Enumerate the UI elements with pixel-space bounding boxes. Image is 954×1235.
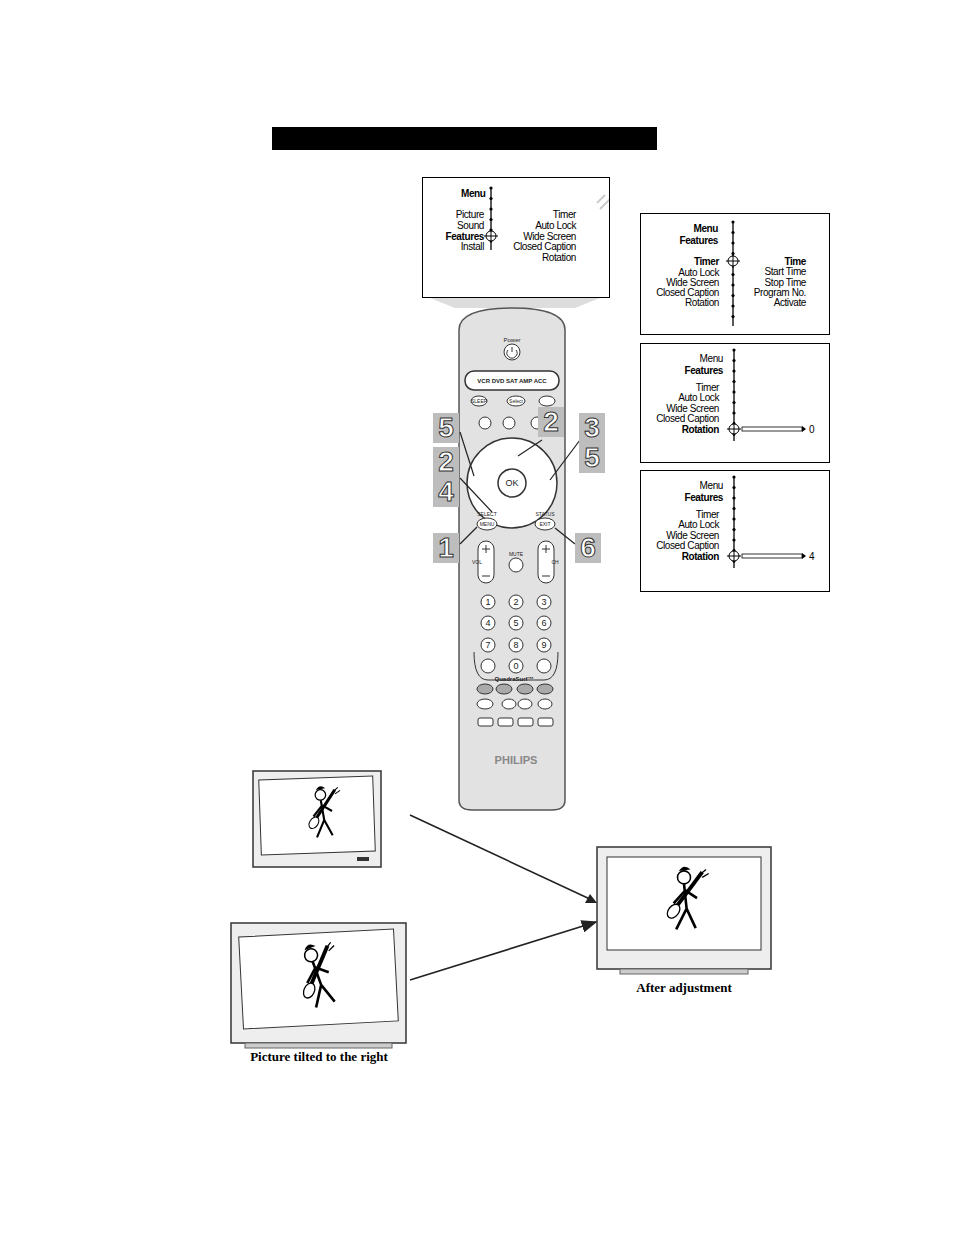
menu-item: Rotation [685, 298, 719, 308]
menu-item: Start Time [764, 267, 806, 277]
remote-button-label: SELECT [477, 512, 496, 517]
menu-item: Activate [774, 298, 806, 308]
arrow [410, 922, 596, 980]
menu-item: Timer [696, 383, 719, 393]
menu-item: Rotation [682, 425, 719, 435]
remote-button-label: PHILIPS [495, 755, 538, 766]
menu-item: Wide Screen [666, 531, 719, 541]
menu-item: Features [685, 366, 724, 376]
menu-item: Sound [457, 221, 484, 231]
menu-item: Menu [693, 224, 718, 234]
menu-item: 0 [809, 425, 814, 435]
menu-item: Closed Caption [513, 242, 576, 252]
caption: Picture tilted to the right [250, 1050, 388, 1063]
callout-number: 5 [579, 443, 605, 473]
remote-button-label: 4 [485, 619, 490, 628]
caption: After adjustment [636, 981, 731, 994]
callout-number: 1 [433, 533, 459, 563]
menu-item: Auto Lock [678, 520, 719, 530]
menu-item: Features [685, 493, 724, 503]
menu-item: Wide Screen [523, 232, 576, 242]
menu-item: Auto Lock [535, 221, 576, 231]
menu-item: Menu [461, 189, 486, 199]
remote-button-label: 3 [541, 598, 546, 607]
remote-button-label: MENU [480, 522, 495, 527]
menu-item: Wide Screen [666, 404, 719, 414]
callout-number: 6 [575, 533, 601, 563]
menu-item: Menu [700, 481, 723, 491]
remote-button-label: EXIT [539, 522, 550, 527]
menu-item: Stop Time [765, 278, 806, 288]
menu-item: Program No. [754, 288, 806, 298]
menu-item: Timer [553, 210, 576, 220]
remote-button-label: STATUS [536, 512, 555, 517]
remote-button-label: Power [503, 337, 520, 343]
menu-item: Auto Lock [678, 393, 719, 403]
callout-number: 2 [433, 447, 459, 477]
menu-item: Auto Lock [678, 268, 719, 278]
remote-button-label: VCR DVD SAT AMP ACC [477, 378, 546, 384]
remote-button-label: QuadraSurf™ [494, 676, 533, 682]
callout-number: 5 [433, 413, 459, 443]
callout-number: 4 [433, 477, 459, 507]
remote-button-label: 7 [485, 641, 490, 650]
menu-item: Closed Caption [656, 288, 719, 298]
tv-picture: After adjustment [597, 847, 771, 995]
menu-item: Timer [696, 510, 719, 520]
tv-picture: Picture tilted to the right [231, 923, 406, 1065]
menu-item: Wide Screen [666, 278, 719, 288]
remote-button-label: 9 [541, 641, 546, 650]
remote-button-label: OK [505, 479, 518, 488]
remote-button-label: 2 [513, 598, 518, 607]
menu-item: Picture [456, 210, 484, 220]
menu-screen: MenuFeaturesTimerAuto LockWide ScreenClo… [640, 470, 830, 592]
remote-button-label: 6 [541, 619, 546, 628]
menu-screen: MenuPictureSoundFeaturesInstall TimerAuto… [422, 177, 610, 298]
menu-item: Closed Caption [656, 541, 719, 551]
remote-button-label: MUTE [509, 552, 523, 557]
remote-button-label: CH [551, 560, 558, 565]
menu-item: Time [784, 257, 806, 267]
remote-button-label: 8 [513, 641, 518, 650]
menu-item: Features [446, 232, 485, 242]
remote-button-label: 5 [513, 619, 518, 628]
menu-item: Install [461, 242, 484, 252]
menu-item: Features [680, 236, 719, 246]
menu-item: Closed Caption [656, 414, 719, 424]
menu-item: Timer [694, 257, 719, 267]
remote-button-label: 1 [485, 598, 490, 607]
remote-button-label: 0 [513, 662, 518, 671]
menu-item: Rotation [542, 253, 576, 263]
menu-screen: MenuFeaturesTimerAuto LockWide ScreenClo… [640, 343, 830, 463]
remote-button-label: SLEEP [471, 399, 487, 404]
menu-item: Rotation [682, 552, 719, 562]
menu-screen: MenuFeaturesTimerAuto LockWide ScreenClo… [640, 213, 830, 335]
callout-number: 2 [538, 407, 564, 437]
remote-button-label: VOL [472, 560, 482, 565]
menu-item: 4 [809, 552, 814, 562]
remote-button-label: Select [509, 399, 523, 404]
callout-number: 3 [579, 413, 605, 443]
menu-item: Menu [700, 354, 723, 364]
